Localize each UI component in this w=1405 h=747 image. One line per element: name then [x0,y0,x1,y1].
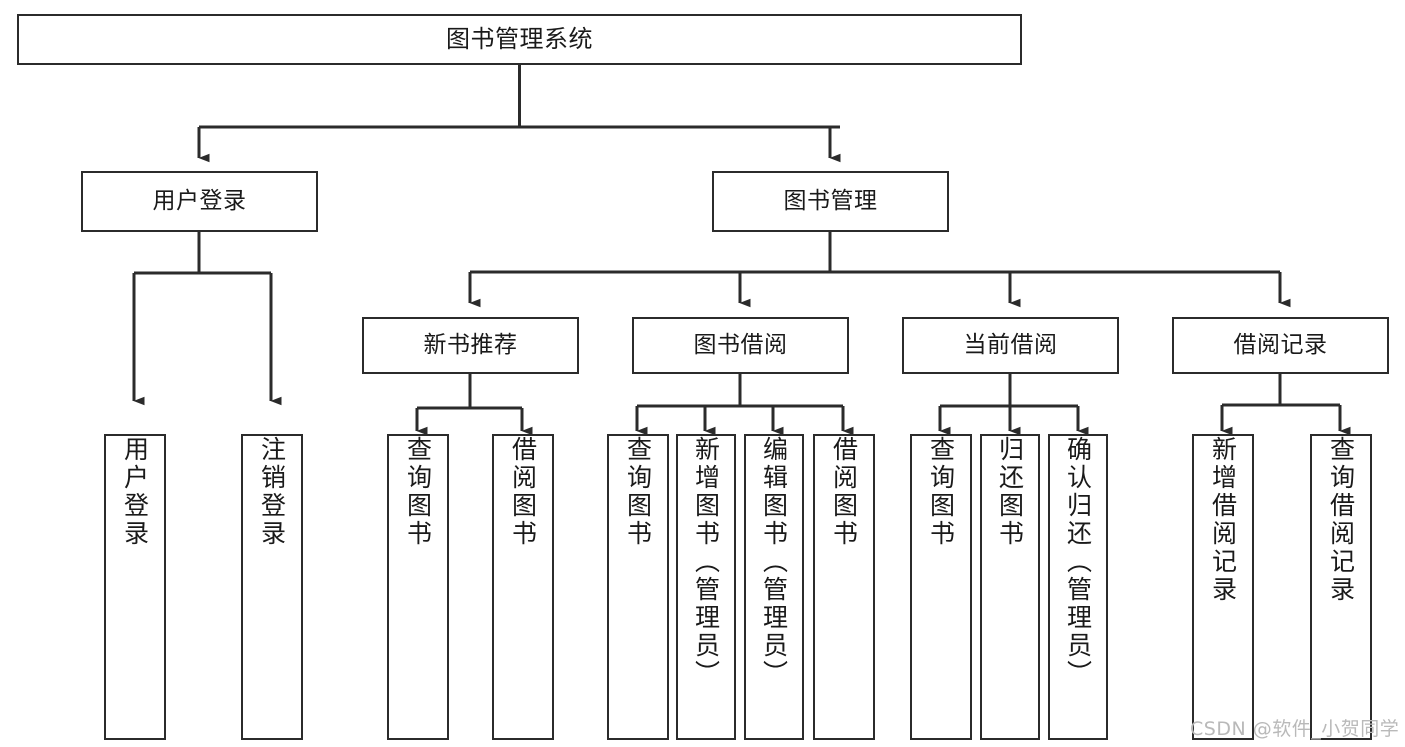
node-label: 归还图书 [995,436,1025,548]
node-leaf-query-book-3[interactable]: 查询图书 [910,434,972,740]
node-label: 用户登录 [120,436,150,548]
node-leaf-confirm-return[interactable]: 确认归还（管理员） [1048,434,1108,740]
node-label: 当前借阅 [963,331,1058,358]
node-root-system[interactable]: 图书管理系统 [17,14,1022,65]
node-leaf-borrow-book-1[interactable]: 借阅图书 [492,434,554,740]
node-leaf-user-login[interactable]: 用户登录 [104,434,166,740]
node-label: 用户登录 [152,187,247,214]
node-label: 图书借阅 [693,331,788,358]
node-label: 确认归还（管理员） [1063,436,1093,688]
node-label: 新书推荐 [423,331,518,358]
node-book-manage[interactable]: 图书管理 [712,171,949,232]
node-leaf-query-book-1[interactable]: 查询图书 [387,434,449,740]
node-label: 借阅图书 [508,436,538,548]
node-current-borrow[interactable]: 当前借阅 [902,317,1119,374]
node-label: 注销登录 [257,436,287,548]
node-label: 图书管理 [783,187,878,214]
node-label: 借阅图书 [829,436,859,548]
node-label: 查询图书 [623,436,653,548]
node-label: 新增图书（管理员） [691,436,721,688]
node-label: 新增借阅记录 [1208,436,1238,604]
csdn-watermark: CSDN @软件_小贺同学 [1190,718,1400,740]
node-label: 借阅记录 [1233,331,1328,358]
node-leaf-edit-book[interactable]: 编辑图书（管理员） [744,434,804,740]
node-label: 查询图书 [926,436,956,548]
node-label: 编辑图书（管理员） [759,436,789,688]
node-leaf-query-book-2[interactable]: 查询图书 [607,434,669,740]
node-leaf-query-record[interactable]: 查询借阅记录 [1310,434,1372,740]
node-leaf-return-book[interactable]: 归还图书 [980,434,1040,740]
node-user-login[interactable]: 用户登录 [81,171,318,232]
node-book-borrow[interactable]: 图书借阅 [632,317,849,374]
node-leaf-add-record[interactable]: 新增借阅记录 [1192,434,1254,740]
node-leaf-borrow-book-2[interactable]: 借阅图书 [813,434,875,740]
node-leaf-logout-login[interactable]: 注销登录 [241,434,303,740]
node-borrow-record[interactable]: 借阅记录 [1172,317,1389,374]
node-label: 查询图书 [403,436,433,548]
node-label: 图书管理系统 [446,25,593,54]
node-new-book-recommend[interactable]: 新书推荐 [362,317,579,374]
node-label: 查询借阅记录 [1326,436,1356,604]
node-leaf-add-book[interactable]: 新增图书（管理员） [676,434,736,740]
